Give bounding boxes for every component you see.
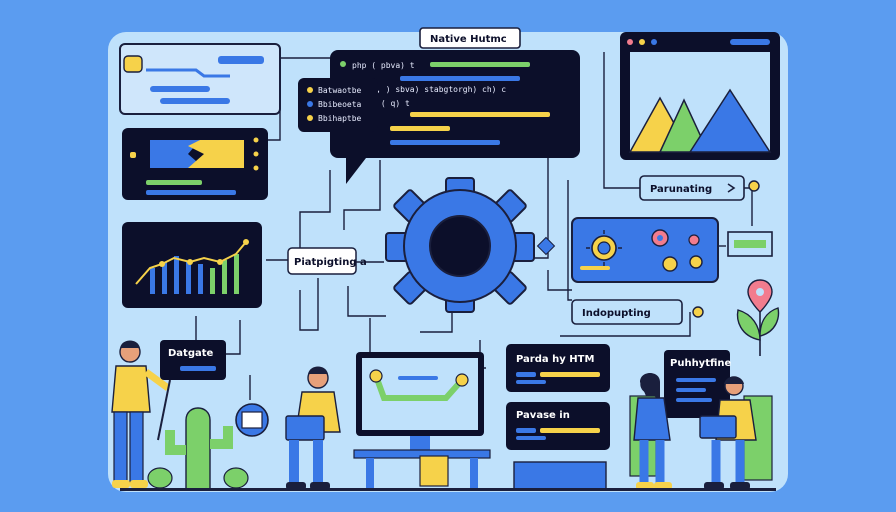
- window-top-left: [119, 43, 281, 115]
- callout-line-1: Batwaotbe: [318, 86, 362, 95]
- monitor: [353, 352, 491, 490]
- datgate-label: Datgate: [168, 348, 214, 359]
- controls-panel: [571, 217, 719, 283]
- datgate-bar: [180, 366, 216, 371]
- parda-bar-yellow: [540, 372, 600, 377]
- indopupting-label: Indopupting: [582, 308, 651, 319]
- code-line-2: ( ooy, ) sbva) stabgtorgh) ch) c: [352, 85, 506, 94]
- parunating-dot: [748, 180, 760, 192]
- leaf-icon: [736, 307, 780, 356]
- puhhytfine-bar-3: [676, 398, 712, 402]
- indopupting-dot: [692, 306, 704, 318]
- person-right-man: [699, 376, 773, 490]
- puhhytfine-bar-1: [676, 378, 716, 382]
- callout-line-2: Bbibeoeta: [318, 100, 362, 109]
- pavase-label: Pavase in: [516, 410, 570, 421]
- indopupting-box: [571, 299, 683, 325]
- person-right-woman: [629, 373, 672, 490]
- cabinet: [513, 461, 607, 491]
- callout-list: [298, 78, 378, 132]
- green-widget-fill: [734, 240, 766, 248]
- person-laptop-left: [285, 366, 341, 490]
- parda-label: Parda hy HTM: [516, 354, 594, 365]
- location-pin-icon: [747, 279, 773, 313]
- datgate-box: [160, 340, 226, 380]
- parda-bar-blue: [516, 372, 536, 377]
- code-editor-window: [330, 50, 580, 184]
- connector-lines: [195, 52, 753, 400]
- code-line-1: php ( pbva) t: [352, 61, 415, 70]
- card-image-left: [122, 128, 268, 200]
- parunating-chevron-icon: [727, 183, 736, 193]
- cactus-icon: [147, 407, 249, 491]
- chart-window: [122, 222, 262, 308]
- connector-gadget-icon: [235, 403, 269, 437]
- window-top-right: [620, 32, 780, 160]
- puhhytfine-bar-2: [676, 388, 706, 392]
- parunating-label: Parunating: [650, 184, 712, 195]
- connector-node: [536, 236, 556, 256]
- gear-icon: [385, 177, 535, 313]
- parda-bar-blue-2: [516, 380, 546, 384]
- sun-icon: [586, 230, 622, 266]
- title-tag-box: [419, 27, 521, 49]
- puhhytfine-label: Puhhytfine: [670, 358, 732, 369]
- pavase-bar-yellow: [540, 428, 600, 433]
- code-line-3: bte ) ( q) t: [352, 99, 410, 108]
- callout-line-3: Bbihaptbe: [318, 114, 362, 123]
- title-tag: Native Hutmc: [430, 34, 507, 45]
- pavase-bar-blue: [516, 428, 536, 433]
- parunating-box: [639, 175, 745, 201]
- pavase-bar-blue-2: [516, 436, 546, 440]
- piatpigting-label: Piatpigting a: [294, 257, 367, 268]
- piatpigting-box: [287, 247, 357, 275]
- person-standing: [111, 340, 171, 488]
- floor-line: [120, 488, 776, 491]
- parda-card: [506, 344, 610, 392]
